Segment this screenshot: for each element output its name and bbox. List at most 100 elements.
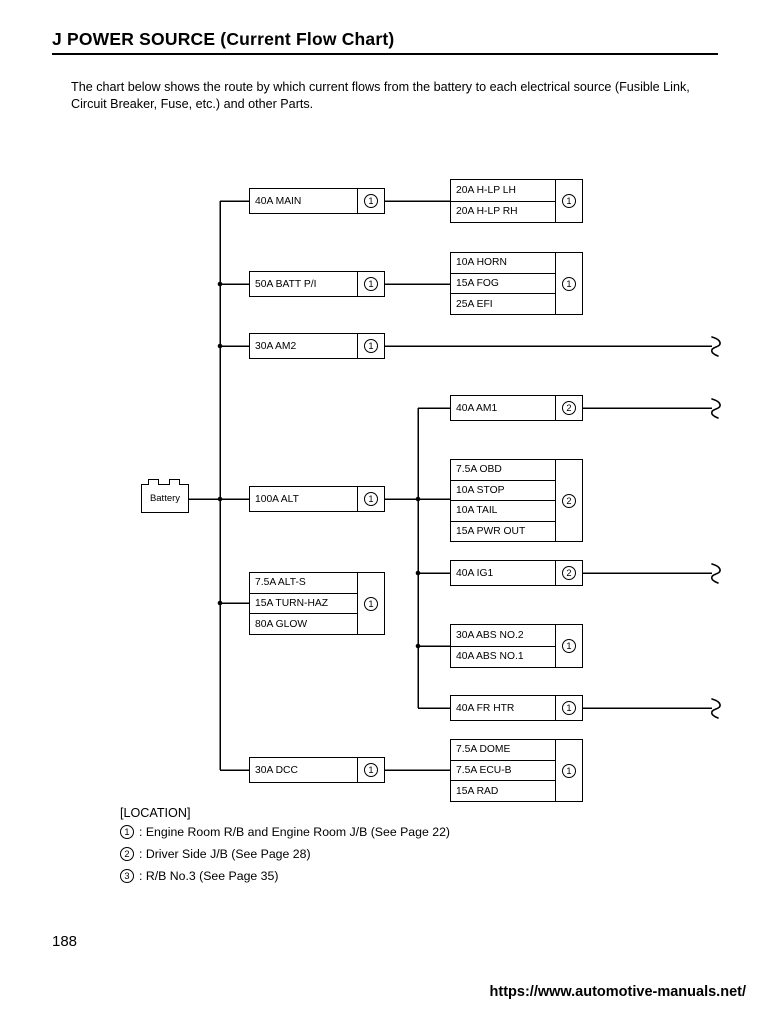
fuse-row: 15A PWR OUT — [456, 525, 526, 537]
fuse-row: 7.5A OBD — [451, 460, 555, 481]
fusebox-rows: 30A DCC — [250, 758, 357, 782]
fuse-row: 15A TURN-HAZ — [250, 594, 357, 615]
fuse-row: 40A MAIN — [255, 195, 302, 207]
location-marker: 1 — [562, 194, 576, 208]
location-marker: 3 — [120, 869, 134, 883]
location-cell: 1 — [555, 696, 582, 720]
fusebox-horn-fog-efi-group: 10A HORN 15A FOG 25A EFI 1 — [450, 252, 583, 315]
fuse-row: 30A ABS NO.2 — [451, 625, 555, 647]
legend-entry: 3 : R/B No.3 (See Page 35) — [120, 869, 640, 883]
fusebox-rows: 40A FR HTR — [451, 696, 555, 720]
fusebox-rows: 7.5A OBD 10A STOP 10A TAIL 15A PWR OUT — [451, 460, 555, 541]
battery-terminal-icon — [169, 479, 180, 485]
fuse-row: 15A RAD — [456, 785, 499, 797]
location-marker: 2 — [120, 847, 134, 861]
fuse-row: 50A BATT P/I — [255, 278, 317, 290]
battery-label: Battery — [149, 493, 181, 504]
fusebox-am1: 40A AM1 2 — [450, 395, 583, 421]
location-cell: 1 — [357, 272, 384, 296]
fusebox-headlamp-group: 20A H-LP LH 20A H-LP RH 1 — [450, 179, 583, 223]
legend-entry: 2 : Driver Side J/B (See Page 28) — [120, 847, 640, 861]
fusebox-rows: 40A AM1 — [451, 396, 555, 420]
fusebox-main: 40A MAIN 1 — [249, 188, 385, 214]
fuse-row: 80A GLOW — [255, 618, 308, 630]
fuse-row: 30A AM2 — [255, 340, 297, 352]
location-cell: 1 — [357, 487, 384, 511]
page-title: J POWER SOURCE (Current Flow Chart) — [52, 29, 395, 49]
fusebox-rows: 30A AM2 — [250, 334, 357, 358]
fusebox-dcc: 30A DCC 1 — [249, 757, 385, 783]
battery-source: Battery — [141, 479, 189, 513]
fuse-row: 40A AM1 — [456, 402, 498, 414]
fusebox-rows: 7.5A ALT-S 15A TURN-HAZ 80A GLOW — [250, 573, 357, 634]
fuse-row: 7.5A ECU-B — [451, 761, 555, 782]
location-marker: 1 — [364, 339, 378, 353]
location-marker: 1 — [562, 763, 576, 778]
legend-entry-text: : Engine Room R/B and Engine Room J/B (S… — [139, 825, 451, 839]
legend-entry: 1 : Engine Room R/B and Engine Room J/B … — [120, 825, 640, 839]
fuse-row: 40A ABS NO.1 — [456, 651, 524, 663]
location-marker: 1 — [120, 825, 134, 839]
fuse-row: 7.5A ALT-S — [250, 573, 357, 594]
fuse-row: 20A H-LP LH — [451, 180, 555, 202]
fusebox-rows: 100A ALT — [250, 487, 357, 511]
fusebox-rows: 30A ABS NO.2 40A ABS NO.1 — [451, 625, 555, 667]
fuse-row: 10A HORN — [451, 253, 555, 274]
fuse-row: 100A ALT — [255, 493, 299, 505]
location-cell: 1 — [555, 253, 582, 314]
fusebox-rows: 20A H-LP LH 20A H-LP RH — [451, 180, 555, 222]
intro-paragraph: The chart below shows the route by which… — [71, 80, 690, 111]
fuse-row: 40A FR HTR — [456, 702, 515, 714]
location-cell: 1 — [555, 740, 582, 801]
fusebox-rows: 7.5A DOME 7.5A ECU-B 15A RAD — [451, 740, 555, 801]
legend-title: [LOCATION] — [120, 806, 191, 820]
page-header: J POWER SOURCE (Current Flow Chart) — [52, 29, 718, 56]
fusebox-ig1: 40A IG1 2 — [450, 560, 583, 586]
location-cell: 1 — [555, 625, 582, 667]
fusebox-rows: 10A HORN 15A FOG 25A EFI — [451, 253, 555, 314]
fusebox-alt-s-group: 7.5A ALT-S 15A TURN-HAZ 80A GLOW 1 — [249, 572, 385, 635]
fusebox-am2: 30A AM2 1 — [249, 333, 385, 359]
page-number: 188 — [52, 933, 78, 950]
location-cell: 1 — [357, 573, 384, 634]
fuse-row: 40A IG1 — [456, 567, 494, 579]
battery-terminal-icon — [148, 479, 159, 485]
location-cell: 1 — [357, 189, 384, 213]
location-cell: 1 — [357, 758, 384, 782]
location-marker: 1 — [364, 763, 378, 777]
fuse-row: 7.5A DOME — [451, 740, 555, 761]
location-marker: 1 — [562, 701, 576, 715]
fusebox-alt: 100A ALT 1 — [249, 486, 385, 512]
heading-rule — [52, 53, 718, 56]
legend-entry-text: : R/B No.3 (See Page 35) — [139, 869, 279, 883]
location-marker: 1 — [562, 639, 576, 653]
legend-entry-text: : Driver Side J/B (See Page 28) — [139, 847, 311, 861]
fusebox-batt-pi: 50A BATT P/I 1 — [249, 271, 385, 297]
location-cell: 1 — [357, 334, 384, 358]
location-marker: 1 — [364, 277, 378, 291]
fusebox-dome-group: 7.5A DOME 7.5A ECU-B 15A RAD 1 — [450, 739, 583, 802]
location-marker: 1 — [364, 492, 378, 506]
source-url: https://www.automotive-manuals.net/ — [489, 984, 746, 1000]
location-marker: 2 — [562, 493, 576, 508]
fuse-row: 10A STOP — [451, 481, 555, 501]
fuse-row: 30A DCC — [255, 764, 298, 776]
location-marker: 2 — [562, 566, 576, 580]
location-cell: 2 — [555, 396, 582, 420]
fuse-row: 25A EFI — [456, 298, 493, 310]
fuse-row: 15A FOG — [451, 274, 555, 295]
location-marker: 1 — [562, 276, 576, 291]
fusebox-obd-group: 7.5A OBD 10A STOP 10A TAIL 15A PWR OUT 2 — [450, 459, 583, 542]
fuse-row: 20A H-LP RH — [456, 206, 518, 218]
location-marker: 1 — [364, 596, 378, 611]
location-cell: 2 — [555, 460, 582, 541]
fusebox-rows: 50A BATT P/I — [250, 272, 357, 296]
location-legend: [LOCATION] 1 : Engine Room R/B and Engin… — [120, 806, 640, 891]
fusebox-rows: 40A MAIN — [250, 189, 357, 213]
fuse-row: 10A TAIL — [451, 501, 555, 522]
location-cell: 2 — [555, 561, 582, 585]
location-marker: 2 — [562, 401, 576, 415]
fusebox-rows: 40A IG1 — [451, 561, 555, 585]
